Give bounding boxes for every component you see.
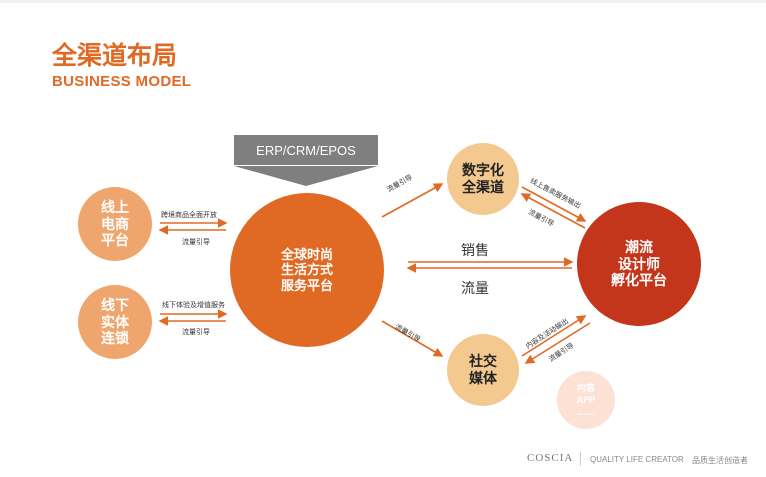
trend-to-social-arrow bbox=[524, 322, 591, 364]
top-divider bbox=[0, 0, 766, 3]
label-online-top: 跨境商品全面开放 bbox=[161, 212, 217, 219]
label-offline-top: 线下体验及增值服务 bbox=[162, 302, 225, 309]
page-subtitle: BUSINESS MODEL bbox=[52, 73, 192, 90]
node-central-platform: 全球时尚 生活方式 服务平台 bbox=[230, 193, 384, 347]
footer-tagline-cn: 品质生活创造者 bbox=[692, 456, 748, 465]
label-offline-bottom: 流量引导 bbox=[182, 329, 210, 336]
digital-to-trend-arrow bbox=[521, 186, 587, 222]
node-content-app: 内容 APP …… bbox=[557, 371, 615, 429]
node-digital-label: 数字化 全渠道 bbox=[462, 162, 504, 195]
page-title: 全渠道布局 bbox=[52, 42, 178, 70]
node-trend-designer-incubator: 潮流 设计师 孵化平台 bbox=[577, 202, 701, 326]
node-online-ecommerce: 线上 电商 平台 bbox=[78, 187, 152, 261]
erp-crm-epos-box: ERP/CRM/EPOS bbox=[234, 135, 378, 165]
footer-tagline: QUALITY LIFE CREATOR bbox=[590, 455, 684, 464]
label-online-bottom: 流量引导 bbox=[182, 239, 210, 246]
node-offline-retail: 线下 实体 连锁 bbox=[78, 285, 152, 359]
node-social-media: 社交 媒体 bbox=[447, 334, 519, 406]
node-social-label: 社交 媒体 bbox=[469, 353, 497, 386]
trend-to-digital-arrow bbox=[520, 193, 586, 229]
label-traffic: 流量 bbox=[461, 280, 489, 296]
social-to-trend-arrow bbox=[521, 315, 587, 357]
node-digital-omnichannel: 数字化 全渠道 bbox=[447, 143, 519, 215]
center-to-social-arrow bbox=[381, 320, 444, 357]
center-to-digital-arrow bbox=[381, 183, 444, 218]
node-online-label: 线上 电商 平台 bbox=[101, 198, 129, 249]
brand-logo: COSCIA bbox=[527, 452, 574, 464]
erp-down-arrow bbox=[234, 166, 378, 186]
node-trend-label: 潮流 设计师 孵化平台 bbox=[611, 238, 667, 289]
node-offline-label: 线下 实体 连锁 bbox=[101, 296, 129, 347]
node-center-label: 全球时尚 生活方式 服务平台 bbox=[280, 246, 333, 293]
label-sales: 销售 bbox=[461, 242, 489, 258]
footer-divider bbox=[580, 452, 581, 466]
node-app-label: 内容 APP …… bbox=[576, 382, 596, 418]
